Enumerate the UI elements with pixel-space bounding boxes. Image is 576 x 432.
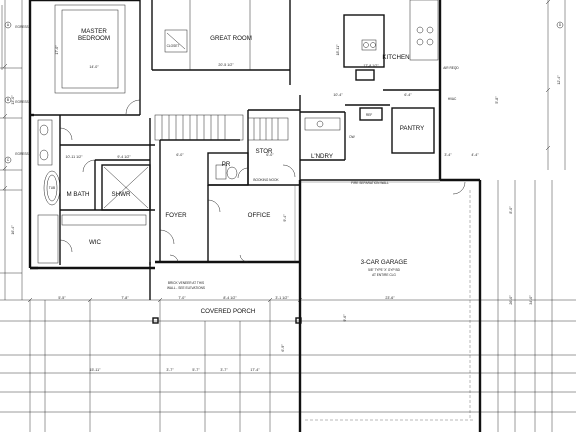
- room-label-kitchen: KITCHEN: [382, 54, 409, 61]
- ceiling-beams: [164, 0, 251, 70]
- dim-text: 9'-6": [343, 314, 347, 322]
- fixture-label-ref: REF: [366, 113, 372, 117]
- dimension-texts: 14'-0" 17'-0" 20'-5 1/2" 18'-11" 17'-8 1…: [11, 44, 561, 372]
- note-fire-separation: FIRE SEPARATION WALL: [351, 181, 389, 185]
- note-garage-gyp-2: AT ENTIRE CLG: [372, 273, 396, 277]
- dim-text: 7'-8": [121, 296, 129, 300]
- marker-d: D: [559, 23, 562, 27]
- dim-text: 15'-11": [90, 368, 102, 372]
- marker-c: C: [7, 158, 10, 162]
- dim-text: 6'-9": [281, 344, 285, 352]
- room-label-master-bedroom-2: BEDROOM: [78, 35, 110, 42]
- note-air-reqd: AIR REQD: [443, 66, 459, 70]
- dim-text: 10'-4": [333, 93, 343, 97]
- stairs: [154, 114, 289, 141]
- dim-text: 12'-4": [557, 75, 561, 85]
- fixture-label-closet: CLOSET: [167, 44, 180, 48]
- room-label-master-bedroom: MASTER: [81, 28, 107, 35]
- dim-text: 17'-4": [250, 368, 260, 372]
- dim-text: 3'-4": [444, 153, 452, 157]
- room-label-stor: STOR: [255, 148, 273, 155]
- dim-text: 9'-4": [283, 214, 287, 222]
- garage-door-line: [305, 190, 475, 421]
- fixture-label-hvac: HVAC: [448, 97, 457, 101]
- room-label-garage: 3-CAR GARAGE: [361, 259, 408, 266]
- room-label-pr: PR: [222, 161, 231, 168]
- dim-text: 6'-0": [266, 153, 274, 157]
- dim-text: 26'-0": [509, 295, 513, 305]
- dimension-ticks: [2, 0, 551, 303]
- dim-text: 8'-0": [509, 206, 513, 214]
- dim-text: 5'-5": [58, 296, 66, 300]
- dim-text: 6'-0": [176, 153, 184, 157]
- dim-text: 3'-7": [220, 368, 228, 372]
- dim-text: 5'-7": [192, 368, 200, 372]
- kitchen-fixtures: [304, 0, 439, 131]
- dim-text: 5'-8": [495, 96, 499, 104]
- marker-a: A: [7, 23, 10, 27]
- note-brick-veneer: BRICK VENEER AT THIS: [168, 281, 204, 285]
- dim-text: 23'-6": [385, 296, 395, 300]
- dim-text: 7'-0": [178, 296, 186, 300]
- room-label-laundry: L'NDRY: [311, 153, 333, 160]
- section-markers: [4, 21, 564, 164]
- room-label-shwr: SHWR: [112, 191, 131, 198]
- dim-text: 10'-11 1/2": [66, 155, 84, 159]
- dim-text: 20'-5 1/2": [218, 63, 234, 67]
- dim-text: 4'-4": [471, 153, 479, 157]
- dim-text: 17'-8 1/2": [363, 64, 379, 68]
- room-label-m-bath: M BATH: [67, 191, 90, 198]
- dim-text: 34'-0": [529, 295, 533, 305]
- note-booking: BOOKING NOOK: [253, 178, 279, 182]
- tray-ceiling: [54, 4, 126, 94]
- interior-walls: [34, 0, 440, 265]
- marker-b: B: [7, 98, 9, 102]
- note-egress-3: EGRESS: [15, 152, 28, 156]
- dim-text: 9'-4 1/2": [117, 155, 131, 159]
- note-brick-veneer-2: WALL - SEE ELEVATIONS: [167, 286, 205, 290]
- bath-fixtures: [37, 119, 238, 264]
- room-label-office: OFFICE: [248, 212, 271, 219]
- dim-text: 14'-0": [89, 65, 99, 69]
- door-swings: [59, 99, 466, 263]
- dim-text: 3'-7": [166, 368, 174, 372]
- dim-text: 16'-4": [11, 225, 15, 235]
- room-label-pantry: PANTRY: [400, 125, 425, 132]
- porch-columns: [149, 262, 302, 324]
- room-label-covered-porch: COVERED PORCH: [201, 308, 256, 315]
- note-garage-gyp: 5/8" TYPE 'X' GYP BD: [368, 268, 401, 272]
- dim-text: 6'-4": [404, 93, 412, 97]
- note-egress-2: EGRESS: [15, 100, 28, 104]
- dim-text: 3'-1 1/2": [275, 296, 289, 300]
- fire-separation-hatch: [294, 181, 440, 262]
- dim-text: 8'-4 1/2": [223, 296, 237, 300]
- dim-text: 13'-0": [11, 95, 15, 105]
- dim-text: 18'-11": [336, 44, 340, 56]
- fixture-label-dw: DW: [349, 135, 354, 139]
- room-label-great-room: GREAT ROOM: [210, 35, 252, 42]
- note-egress-1: EGRESS: [15, 25, 28, 29]
- dim-text: 17'-0": [55, 45, 59, 55]
- room-label-wic: WIC: [89, 239, 102, 246]
- fixture-label-tub: TUB: [49, 186, 55, 190]
- room-label-foyer: FOYER: [165, 212, 187, 219]
